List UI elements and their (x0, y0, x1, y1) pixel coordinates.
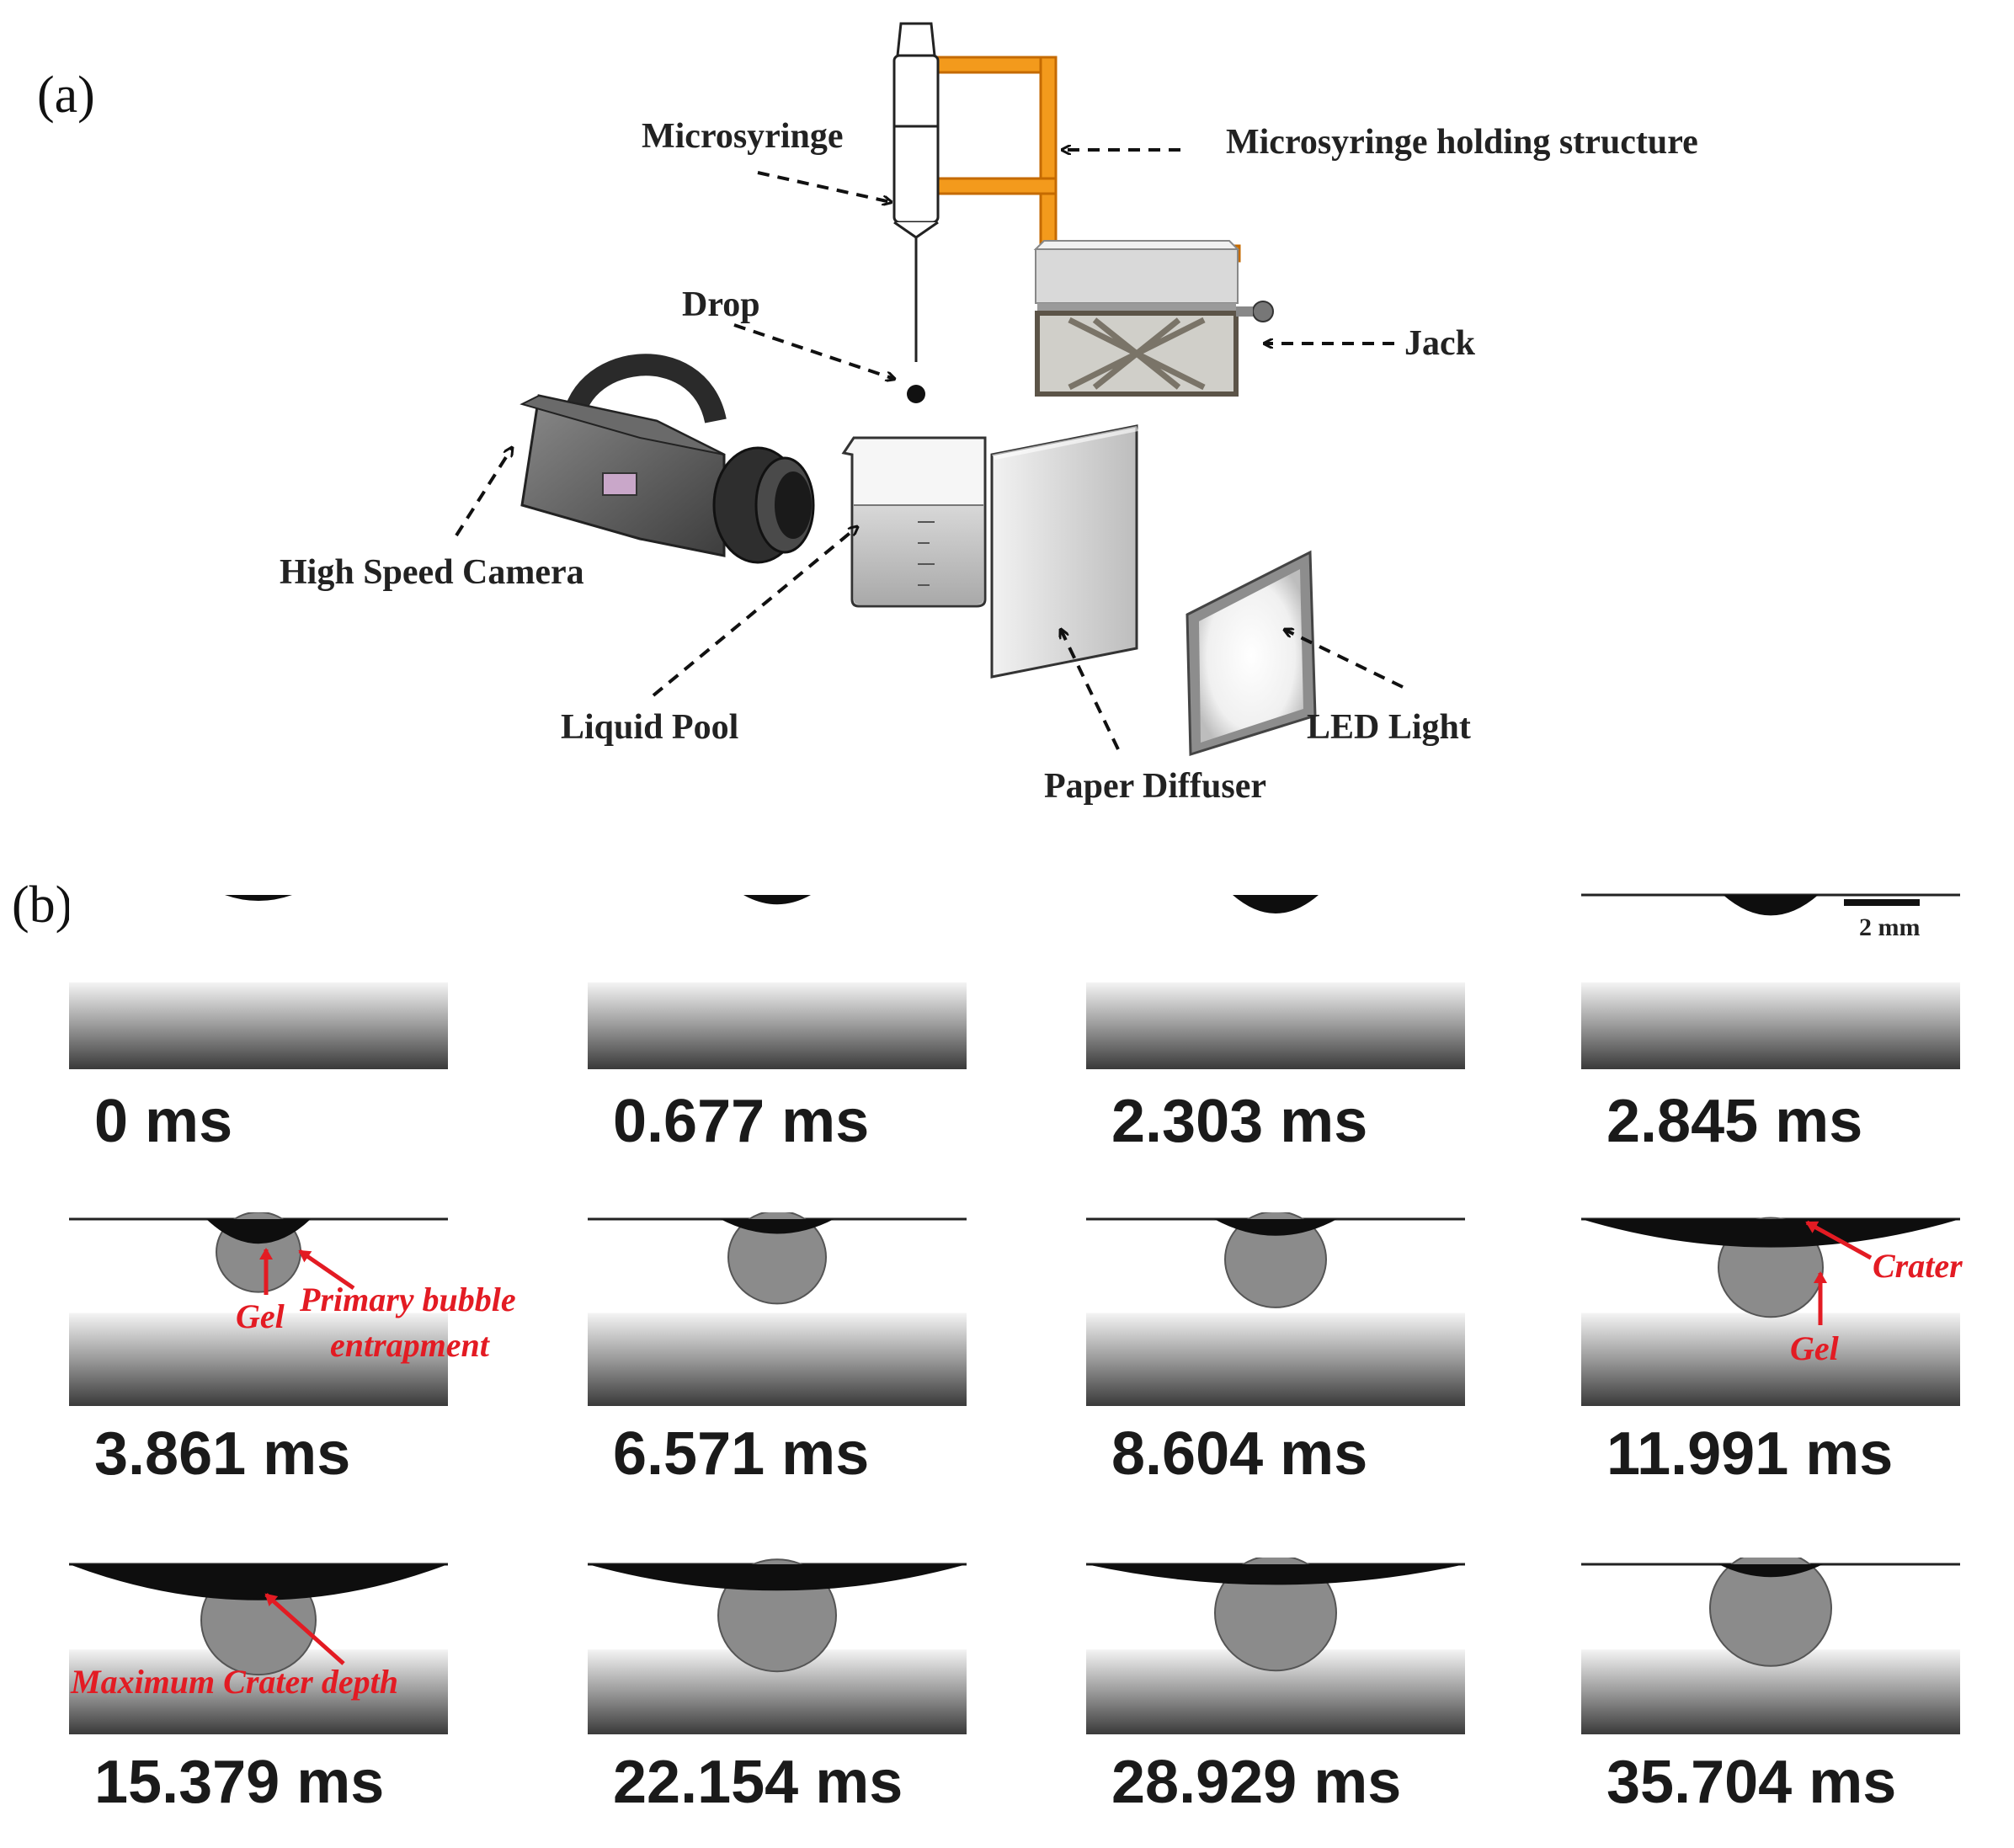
frame-9 (69, 1558, 448, 1734)
crater-cap (1233, 895, 1319, 913)
time-label: 0 ms (94, 1088, 233, 1155)
time-label: 28.929 ms (1111, 1749, 1402, 1816)
frame-2 (588, 888, 967, 1069)
frame-3 (1086, 888, 1465, 1069)
setup-illustration (455, 22, 1404, 757)
time-label: 11.991 ms (1606, 1420, 1894, 1488)
scale-bar (1844, 899, 1920, 906)
time-label: 6.571 ms (613, 1420, 870, 1488)
frame-8 (1581, 1212, 1960, 1406)
label-holding-structure: Microsyringe holding structure (1226, 123, 1698, 162)
annotation-gel-2: Gel (1790, 1329, 1839, 1367)
crater-cap (720, 1219, 834, 1234)
crater-cap (743, 895, 811, 905)
time-label: 22.154 ms (613, 1749, 903, 1816)
holding-structure (931, 56, 1241, 263)
label-drop: Drop (682, 285, 760, 324)
time-label: 8.604 ms (1111, 1420, 1368, 1488)
crater-cap (1086, 1564, 1465, 1585)
frame-7 (1086, 1212, 1465, 1406)
time-label: 35.704 ms (1606, 1749, 1897, 1816)
drop (907, 385, 925, 403)
pool-region (1581, 1313, 1960, 1406)
frame-11 (1086, 1558, 1465, 1734)
label-camera: High Speed Camera (280, 553, 584, 592)
pool-region (1086, 982, 1465, 1069)
crater-cap (1718, 1564, 1823, 1578)
gel-bubble (1214, 1558, 1337, 1672)
panel-b-letter: (b) (12, 876, 73, 934)
pool-region (1581, 982, 1960, 1069)
pool-region (69, 1313, 448, 1406)
crater-cap (1723, 895, 1819, 916)
gel-bubble (1709, 1558, 1832, 1667)
annotation-primary-bubble-line2: entrapment (330, 1326, 489, 1364)
crater-cap (1581, 1219, 1960, 1248)
crater-cap (225, 895, 292, 901)
time-label: 2.845 ms (1606, 1088, 1863, 1155)
frame-10 (588, 1558, 967, 1734)
label-liquid-pool: Liquid Pool (561, 708, 739, 747)
pool-region (1086, 1313, 1465, 1406)
annotation-primary-bubble-line1: Primary bubble (300, 1281, 516, 1318)
label-microsyringe: Microsyringe (642, 117, 844, 156)
crater-cap (206, 1219, 311, 1244)
label-paper-diffuser: Paper Diffuser (1044, 767, 1266, 806)
label-led-light: LED Light (1307, 708, 1471, 747)
crater-cap (69, 1564, 448, 1600)
annotation-crater: Crater (1873, 1247, 1963, 1285)
paper-diffuser (990, 424, 1138, 679)
pool-region (588, 1313, 967, 1406)
label-jack: Jack (1404, 324, 1475, 363)
gel-bubble (727, 1212, 827, 1305)
pool-region (69, 982, 448, 1069)
liquid-pool-beaker (841, 436, 987, 608)
frame-1 (69, 888, 448, 1069)
jack (1033, 240, 1274, 397)
frame-5 (69, 1212, 448, 1406)
led-light (1185, 550, 1317, 757)
time-label: 3.861 ms (94, 1420, 351, 1488)
microsyringe (892, 22, 940, 362)
time-label: 0.677 ms (613, 1088, 870, 1155)
time-label: 15.379 ms (94, 1749, 385, 1816)
crater-cap (588, 1564, 967, 1591)
frame-4 (1581, 888, 1960, 1069)
scale-bar-label: 2 mm (1859, 913, 1921, 941)
frame-12 (1581, 1558, 1960, 1734)
frame-6 (588, 1212, 967, 1406)
time-label: 2.303 ms (1111, 1088, 1368, 1155)
gel-bubble (1224, 1212, 1327, 1308)
high-speed-camera (519, 354, 815, 564)
leader-arrows (455, 150, 1404, 750)
annotation-max-crater-depth: Maximum Crater depth (71, 1663, 398, 1701)
annotation-gel-1: Gel (236, 1297, 285, 1335)
pool-region (588, 982, 967, 1069)
panel-a-letter: (a) (37, 67, 95, 124)
